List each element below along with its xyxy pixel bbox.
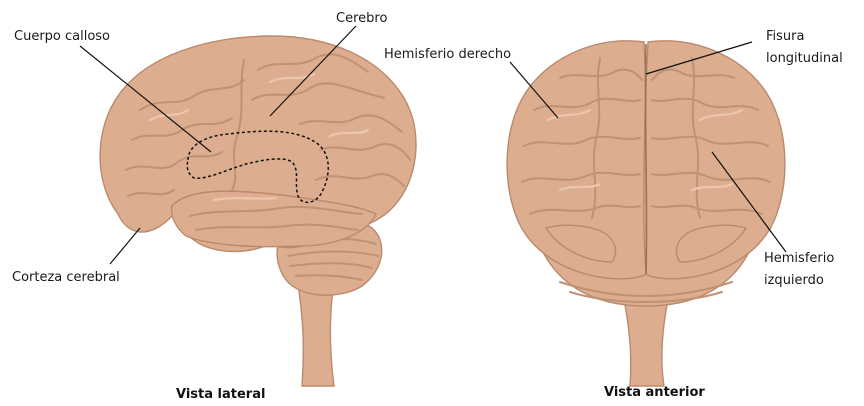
lateral-brain-illustration [100,36,416,386]
cerebral-cortex-leader [110,228,140,264]
label-left-hemisphere-line2: izquierdo [764,273,824,288]
label-longitudinal-fissure-line1: Fisura [766,29,804,44]
label-corpus-callosum: Cuerpo calloso [14,29,110,44]
label-cerebral-cortex: Corteza cerebral [12,270,120,285]
caption-anterior-view: Vista anterior [604,385,705,400]
label-cerebrum: Cerebro [336,11,387,26]
anterior-brain-illustration [507,41,785,386]
label-longitudinal-fissure-line2: longitudinal [766,51,843,66]
label-left-hemisphere-line1: Hemisferio [764,251,834,266]
label-right-hemisphere: Hemisferio derecho [384,47,511,62]
caption-lateral-view: Vista lateral [176,387,265,402]
